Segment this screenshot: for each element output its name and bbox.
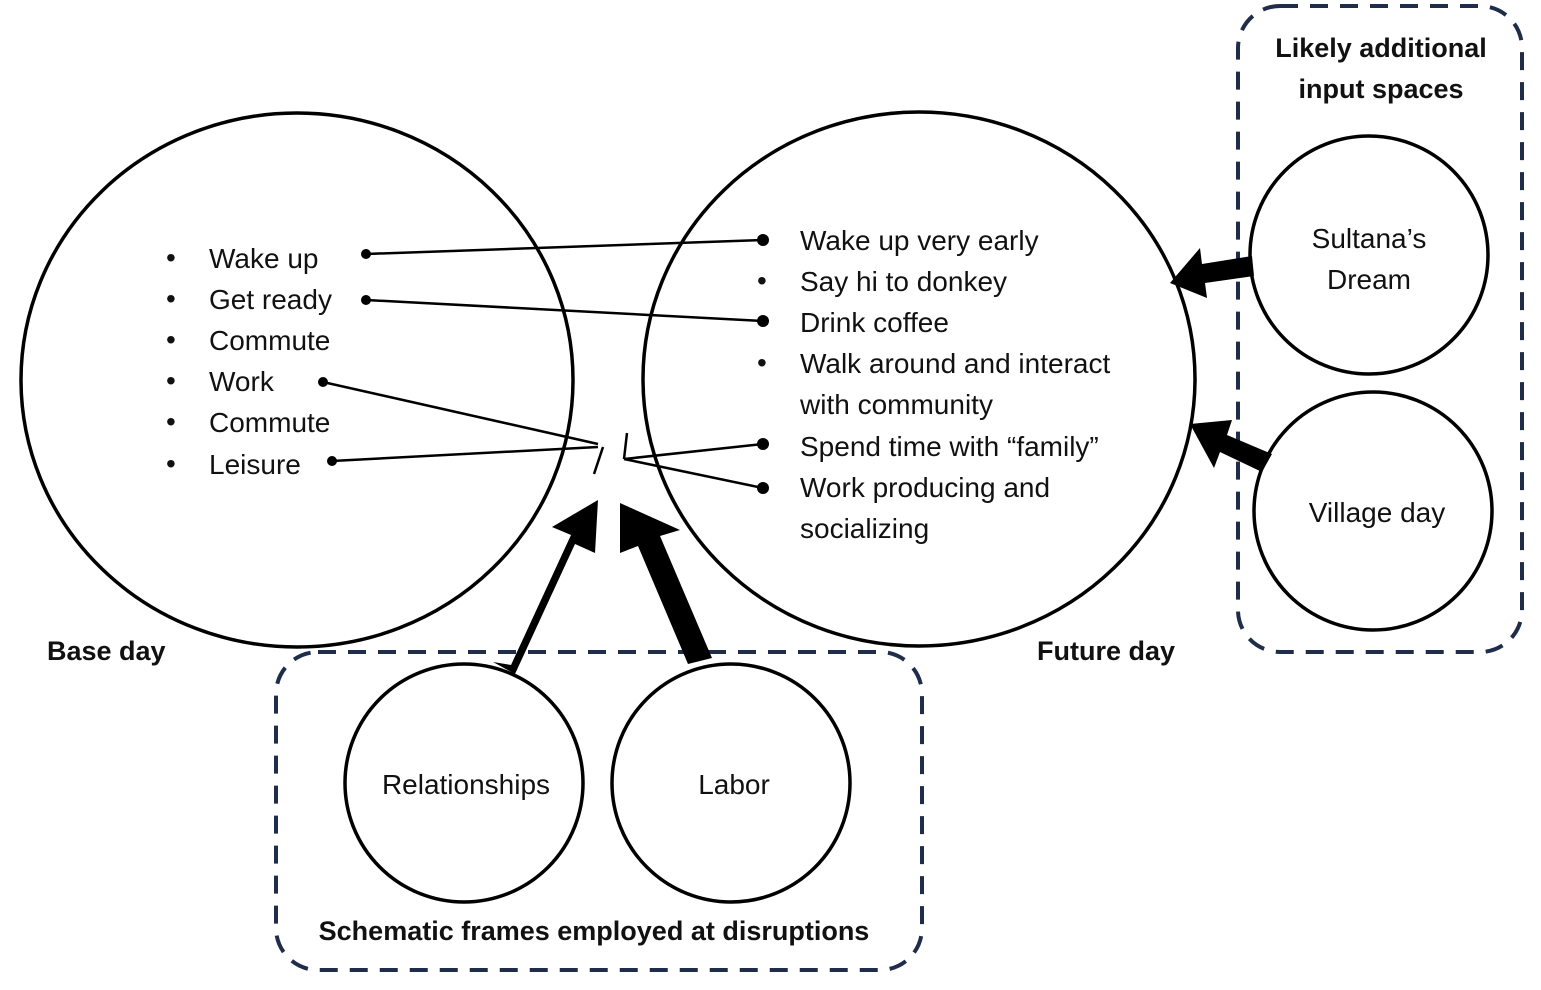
future-item: Wake up very early [800,225,1039,256]
additional-inputs-title-2: input spaces [1298,74,1463,104]
svg-text:•: • [166,242,176,273]
future-item: Work producing and [800,472,1050,503]
base-day-circle [19,111,575,649]
mapping-lines [322,238,764,490]
future-item: Walk around and interact [800,348,1110,379]
base-day-list: • Wake up • Get ready • Commute • Work • Comm… [166,242,332,480]
future-item: with community [799,389,993,420]
future-item: Say hi to donkey [800,266,1007,297]
svg-text:•: • [757,265,767,296]
additional-inputs-box [1236,4,1524,654]
village-label: Village day [1309,497,1445,528]
base-day-title: Base day [47,636,166,666]
schematic-frames-title: Schematic frames employed at disruptions [319,916,870,946]
arrows [493,248,1272,674]
svg-text:•: • [166,283,176,314]
labor-label: Labor [698,769,770,800]
relationships-label: Relationships [382,769,550,800]
village-day-circle [1252,390,1494,632]
village-arrow [1190,420,1272,472]
base-item: Commute [209,407,330,438]
base-item: Work [209,366,275,397]
svg-text:•: • [757,347,767,378]
sultana-label-1: Sultana’s [1312,223,1427,254]
future-day-list: Wake up very early • Say hi to donkey Dri… [757,225,1110,544]
svg-text:•: • [166,406,176,437]
schematic-frames-box [274,650,924,972]
additional-inputs-title-1: Likely additional [1275,33,1487,63]
future-day-title: Future day [1037,636,1175,666]
future-day-circle [641,110,1197,648]
svg-text:•: • [166,448,176,479]
labor-circle [610,662,852,904]
sultana-arrow [1170,248,1254,298]
future-item: Drink coffee [800,307,949,338]
future-item: socializing [800,513,929,544]
relationships-circle [343,662,585,904]
future-item: Spend time with “family” [800,431,1099,462]
svg-text:•: • [166,324,176,355]
sultana-dream-circle [1248,134,1490,376]
base-item: Wake up [209,243,318,274]
relationships-arrow [493,500,598,674]
base-item: Get ready [209,284,332,315]
base-item: Leisure [209,449,301,480]
base-item: Commute [209,325,330,356]
labor-arrow [620,503,712,664]
sultana-label-2: Dream [1327,264,1411,295]
connector-dots [318,234,769,494]
svg-text:•: • [166,365,176,396]
